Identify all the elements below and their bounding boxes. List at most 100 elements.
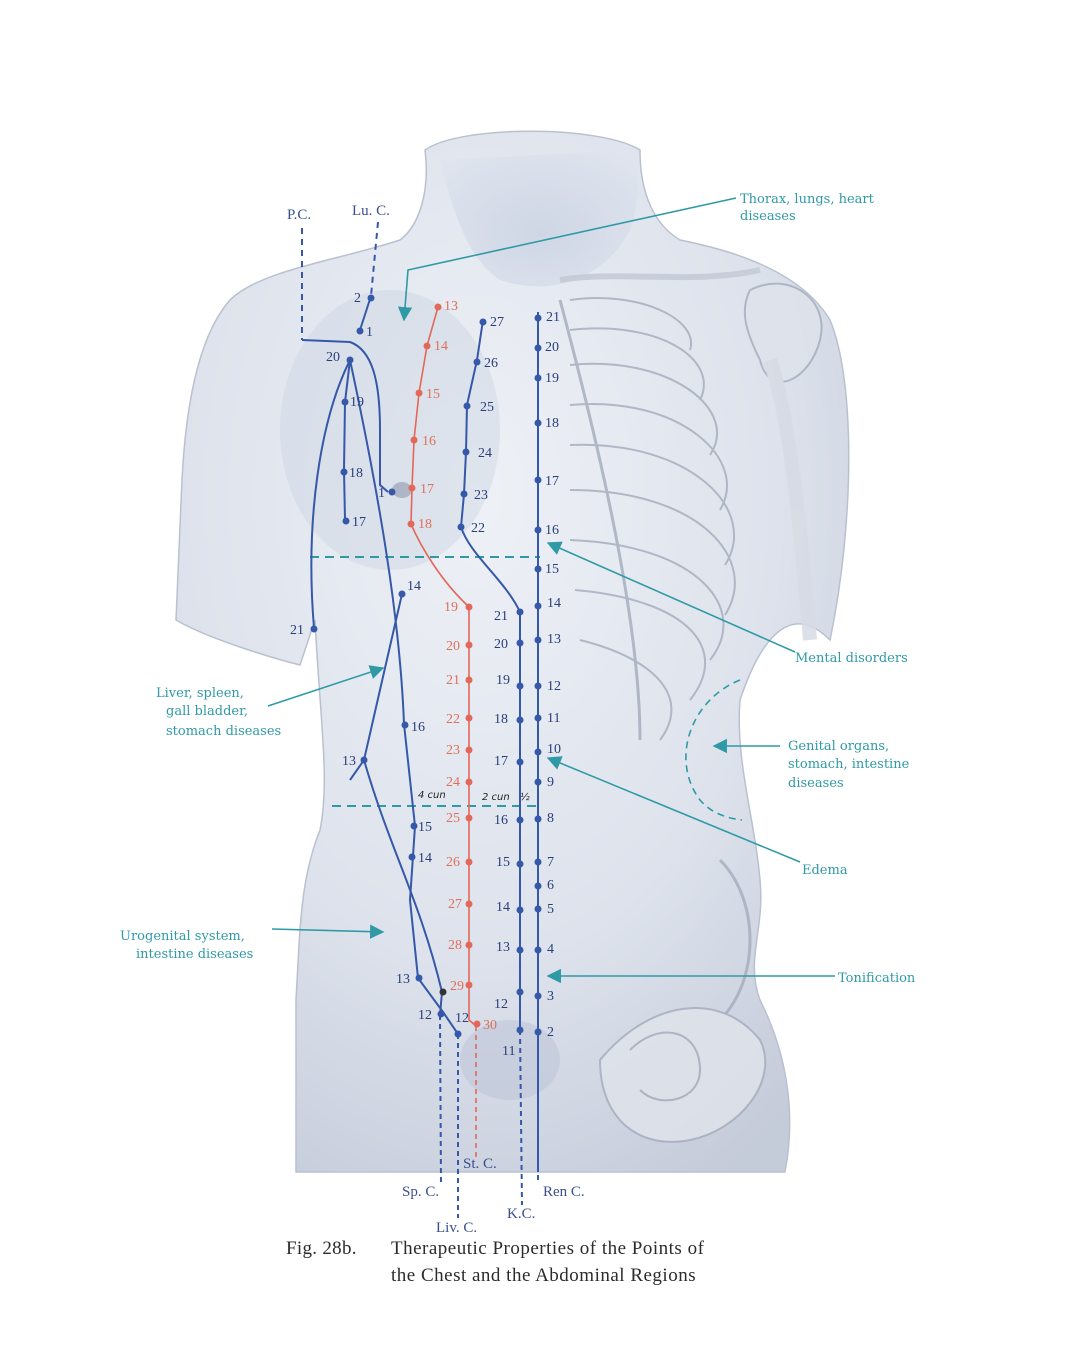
label-uro-line2: intestine diseases	[136, 947, 253, 962]
ren-dot	[534, 714, 542, 722]
pelvis-inner	[629, 1031, 702, 1102]
channel-lu: Lu. C.	[352, 203, 390, 219]
pt-st24: 24	[446, 775, 460, 790]
stomach-dot	[465, 814, 473, 822]
pt-k24: 24	[478, 446, 492, 461]
ren-dot	[534, 526, 542, 534]
liver-dot	[439, 988, 447, 996]
pt-gb20: 20	[326, 350, 340, 365]
ren-dot	[534, 905, 542, 913]
pt-liv13: 13	[342, 754, 356, 769]
gb-dot	[310, 625, 318, 633]
pt-ren19: 19	[545, 371, 559, 386]
edema-pointer	[546, 756, 801, 863]
abdomen-shadow	[460, 1020, 560, 1100]
pt-ren10: 10	[547, 742, 561, 757]
pt-liv16: 16	[411, 720, 425, 735]
pt-gb19: 19	[350, 395, 364, 410]
pt-gb17: 17	[352, 515, 366, 530]
liver-channel-a	[349, 593, 403, 781]
label-genital-line2: stomach, intestine	[788, 757, 910, 772]
ren-dot	[534, 314, 542, 322]
pt-st14: 14	[434, 339, 448, 354]
label-edema: Edema	[802, 863, 848, 878]
ren-dot	[534, 858, 542, 866]
label-uro-line1: Urogenital system,	[120, 929, 245, 944]
stomach-channel	[410, 306, 477, 1160]
stomach-dot	[473, 1020, 481, 1028]
kidney-dot	[516, 988, 524, 996]
ren-dot	[534, 602, 542, 610]
thorax-pointer	[397, 197, 737, 322]
clavicle	[559, 267, 761, 283]
ren-dot	[534, 778, 542, 786]
pt-st13: 13	[444, 299, 458, 314]
stomach-dot	[465, 900, 473, 908]
pt-k12: 12	[494, 997, 508, 1012]
stomach-dot	[465, 641, 473, 649]
spleen-dot	[410, 822, 418, 830]
stomach-channel-line	[410, 306, 477, 1027]
kidney-dot	[516, 716, 524, 724]
gb-channel-side	[310, 359, 351, 629]
channel-st: St. C.	[463, 1156, 497, 1172]
pt-gb18: 18	[349, 466, 363, 481]
pt-st21: 21	[446, 673, 460, 688]
ren-dot	[534, 419, 542, 427]
note-2cun: 2 cun	[482, 792, 510, 803]
label-liver-line1: Liver, spleen,	[156, 686, 244, 701]
pt-k13: 13	[496, 940, 510, 955]
ren-dot	[534, 992, 542, 1000]
pt-ren21: 21	[546, 310, 560, 325]
pt-k19: 19	[496, 673, 510, 688]
annotation-pointers	[267, 197, 835, 984]
stomach-dot	[465, 603, 473, 611]
spleen-dot	[437, 1010, 445, 1018]
pt-lu1: 1	[366, 325, 373, 340]
skeleton	[558, 267, 823, 1143]
kidney-dot	[516, 639, 524, 647]
spleen-channel-a	[363, 759, 444, 1016]
label-mental: Mental disorders	[795, 651, 908, 666]
kidney-dot	[516, 608, 524, 616]
kidney-channel-line	[459, 319, 521, 1030]
kidney-dot	[516, 860, 524, 868]
stomach-dot	[423, 342, 431, 350]
rib-9	[579, 639, 673, 741]
gb-dot	[342, 517, 350, 525]
chest-shadow	[280, 290, 500, 570]
pt-k11: 11	[502, 1044, 515, 1059]
pt-gb21: 21	[290, 623, 304, 638]
ren-dot	[534, 374, 542, 382]
pt-st26: 26	[446, 855, 460, 870]
pt-ren15: 15	[545, 562, 559, 577]
humerus	[763, 357, 817, 641]
pt-sp12: 12	[418, 1008, 432, 1023]
label-thorax-line2: diseases	[740, 209, 796, 224]
label-genital-line1: Genital organs,	[788, 739, 889, 754]
pc-channel-line	[301, 339, 389, 493]
pt-st30: 30	[483, 1018, 497, 1033]
caption-line-2: the Chest and the Abdominal Regions	[391, 1265, 697, 1286]
lung-dot	[367, 294, 375, 302]
kidney-dot	[516, 758, 524, 766]
label-liver-line3: stomach diseases	[166, 724, 281, 739]
rib-6	[569, 489, 736, 616]
kidney-dot	[473, 358, 481, 366]
kidney-dot	[516, 682, 524, 690]
pt-pc1: 1	[378, 486, 385, 501]
pt-ren3: 3	[547, 989, 554, 1004]
liver-pointer	[267, 665, 385, 707]
lung-channel-dashed	[370, 221, 379, 297]
pt-st28: 28	[448, 938, 462, 953]
stomach-dot	[465, 858, 473, 866]
kidney-dot	[516, 946, 524, 954]
stomach-dot	[410, 436, 418, 444]
ren-dot	[534, 636, 542, 644]
pt-k18: 18	[494, 712, 508, 727]
pt-ren11: 11	[547, 711, 560, 726]
pt-ren14: 14	[547, 596, 561, 611]
iliac-crest	[718, 858, 752, 1022]
ren-dot	[534, 344, 542, 352]
handwritten-notes: 4 cun 2 cun ½	[418, 790, 530, 803]
